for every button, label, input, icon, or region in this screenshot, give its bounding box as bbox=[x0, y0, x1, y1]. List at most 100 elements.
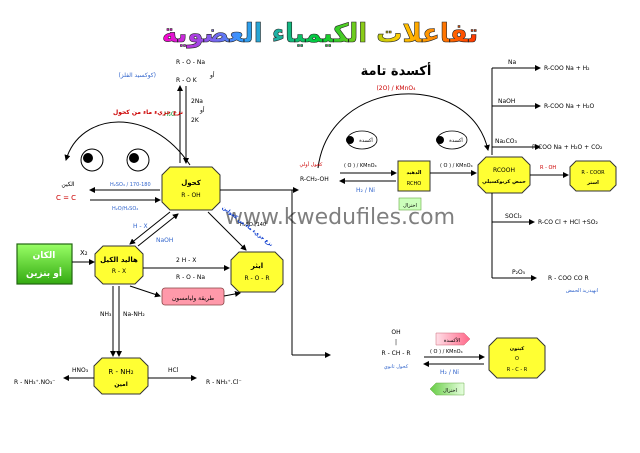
alkyl-halide-formula: R - X bbox=[112, 268, 126, 275]
label-hcl: HCl bbox=[168, 367, 179, 374]
label-nanh2: Na-NH₂ bbox=[123, 311, 145, 318]
reduction-4-label: اختزال bbox=[443, 388, 457, 394]
acid-label: حمض كربوكسيلي bbox=[482, 179, 526, 185]
label-cond-ether: H₂SO₄/140 bbox=[240, 222, 266, 228]
label-or-2: أو bbox=[209, 71, 215, 79]
label-socl2-product: R-CO Cl + HCl +SO₂ bbox=[538, 219, 598, 226]
alcohol-formula: R - OH bbox=[181, 192, 200, 199]
label-anhydride: R - COO CO R bbox=[548, 275, 589, 282]
alkene-formula: C = C bbox=[56, 194, 76, 202]
label-naoh-product: R-COO Na + H₂O bbox=[544, 103, 595, 110]
label-sec-formula: R - CH - R bbox=[382, 350, 411, 357]
label-p2o5: P₂O₅ bbox=[512, 269, 526, 276]
label-ox-reagent-2: ( O ) / KMnO₄ bbox=[440, 163, 473, 169]
label-or-1: أو bbox=[199, 106, 205, 114]
label-h2o: H₂O bbox=[164, 111, 176, 118]
label-naoh-2: NaOH bbox=[498, 98, 515, 105]
label-r-oh: R - OH bbox=[540, 165, 556, 171]
label-nh3: NH₃ bbox=[100, 311, 112, 318]
label-hx: H - X bbox=[133, 223, 148, 230]
ether-box: ايثر R - O - R bbox=[230, 251, 284, 293]
label-dehydration: نزع جزيء ماء من كحول bbox=[113, 109, 183, 116]
aldehyde-box: الدهيد RCHO bbox=[397, 160, 431, 192]
reduction-2-label: اختزال bbox=[403, 203, 417, 209]
label-cond-alkene-2: H₂O/H₂SO₄ bbox=[112, 206, 138, 212]
reduction-badge-2: اختزال bbox=[429, 382, 465, 396]
ketone-o: O bbox=[515, 356, 519, 362]
arrow-alcohol-ether bbox=[207, 211, 247, 251]
aldehyde-label: الدهيد bbox=[407, 170, 422, 176]
label-reduction-1: H₂ / Ni bbox=[356, 187, 375, 194]
label-na-product: R-COO Na + H₂ bbox=[544, 65, 590, 72]
williamson-box: طريقة وليامسون bbox=[161, 287, 225, 306]
arrow-dehydration-arc bbox=[64, 121, 191, 166]
oxidation-1-label: أكسدة bbox=[359, 137, 373, 144]
label-2na: 2Na bbox=[191, 98, 203, 105]
alkane-box: الكان أو بنزين bbox=[16, 243, 73, 285]
label-naoh: NaOH bbox=[156, 237, 173, 244]
ether-label: ايثر bbox=[250, 262, 263, 270]
label-cond-alkene-1: H₂SO₄ / 170-180 bbox=[110, 182, 151, 188]
amine-box: R - NH₂ امين bbox=[93, 357, 149, 395]
ester-formula: R - COOR bbox=[581, 170, 605, 176]
label-hno3: HNO₃ bbox=[72, 367, 89, 374]
alkyl-halide-box: هاليد الكيل R - X bbox=[94, 245, 144, 285]
left-eye-icon bbox=[80, 148, 104, 172]
label-na2co3: Na₂CO₃ bbox=[495, 138, 517, 145]
oxidation-2-label: أكسدة bbox=[449, 137, 463, 144]
label-primary-alcohol: كحول أولي bbox=[300, 161, 324, 168]
ester-label: استر bbox=[586, 180, 599, 186]
arrow-halide-alcohol bbox=[137, 213, 179, 247]
alkane-label: الكان bbox=[33, 251, 56, 261]
label-anhydride-name: انهيدريد الحمض bbox=[566, 288, 598, 294]
amine-formula: R - NH₂ bbox=[108, 368, 133, 376]
arrow-full-oxidation bbox=[317, 93, 490, 169]
label-ro-k: R - O K bbox=[176, 77, 198, 84]
label-sec-oh: OH bbox=[391, 329, 400, 336]
oxidation-badge-3: الأكسدة bbox=[435, 332, 471, 346]
label-ro-na-2: R - O - Na bbox=[176, 274, 205, 281]
alkene-label: الكين bbox=[61, 181, 75, 188]
arrow-halide-williamson bbox=[129, 285, 161, 298]
label-na2co3-product: R-COO Na + H₂O + CO₂ bbox=[532, 144, 603, 151]
reduction-badge-1: اختزال bbox=[398, 197, 422, 211]
ester-box: R - COOR استر bbox=[569, 160, 617, 192]
amine-label: امين bbox=[114, 381, 128, 388]
label-na: Na bbox=[508, 59, 516, 66]
label-socl2: SOCl₂ bbox=[505, 213, 522, 220]
label-x2: X₂ bbox=[80, 249, 88, 257]
williamson-label: طريقة وليامسون bbox=[172, 295, 215, 302]
label-full-oxidation: أكسدة تامة bbox=[361, 62, 432, 79]
label-ro-na: R - O - Na bbox=[176, 59, 205, 66]
label-secondary-alcohol: كحول ثانوي bbox=[384, 364, 409, 370]
ketone-formula: R - C - R bbox=[507, 367, 528, 373]
arrow-alcohol-halide bbox=[129, 211, 171, 245]
ketone-box: كيتون O R - C - R bbox=[488, 337, 546, 379]
page-title: تفاعلات الكيمياء العضوية bbox=[162, 19, 478, 49]
ether-formula: R - O - R bbox=[244, 275, 269, 282]
acid-formula: RCOOH bbox=[493, 167, 515, 174]
label-ox-reagent-3: ( O ) / KMnO₄ bbox=[430, 349, 463, 355]
label-2k: 2K bbox=[191, 117, 200, 124]
label-amine-chloride: R - NH₃⁺.Cl⁻ bbox=[206, 379, 242, 386]
oxidation-badge-1: أكسدة bbox=[346, 130, 378, 150]
ketone-label: كيتون bbox=[510, 346, 524, 352]
oxidation-badge-2: أكسدة bbox=[436, 130, 468, 150]
right-eye-icon bbox=[126, 148, 150, 172]
label-primary-formula: R-CH₂-OH bbox=[300, 176, 329, 183]
arrow-williamson-ether bbox=[223, 290, 241, 297]
aldehyde-formula: RCHO bbox=[407, 181, 421, 187]
label-reduction-3: H₂ / Ni bbox=[440, 369, 459, 376]
label-full-ox-reagent: (2O) / KMnO₄ bbox=[376, 85, 416, 92]
label-metal-oxide: (كوكسيد الفلز) bbox=[118, 72, 156, 79]
label-ox-reagent-1: ( O ) / KMnO₄ bbox=[344, 163, 377, 169]
alkane-label-2: أو بنزين bbox=[26, 267, 62, 279]
label-sec-bar: | bbox=[395, 339, 397, 346]
carboxylic-acid-box: RCOOH حمض كربوكسيلي bbox=[477, 156, 531, 194]
alcohol-label: كحول bbox=[181, 179, 202, 187]
alcohol-box: كحول R - OH bbox=[161, 166, 221, 211]
label-2hx: 2 H - X bbox=[176, 257, 196, 264]
alkyl-halide-label: هاليد الكيل bbox=[100, 256, 138, 264]
label-amine-nitrate: R - NH₃⁺.NO₃⁻ bbox=[14, 379, 55, 386]
